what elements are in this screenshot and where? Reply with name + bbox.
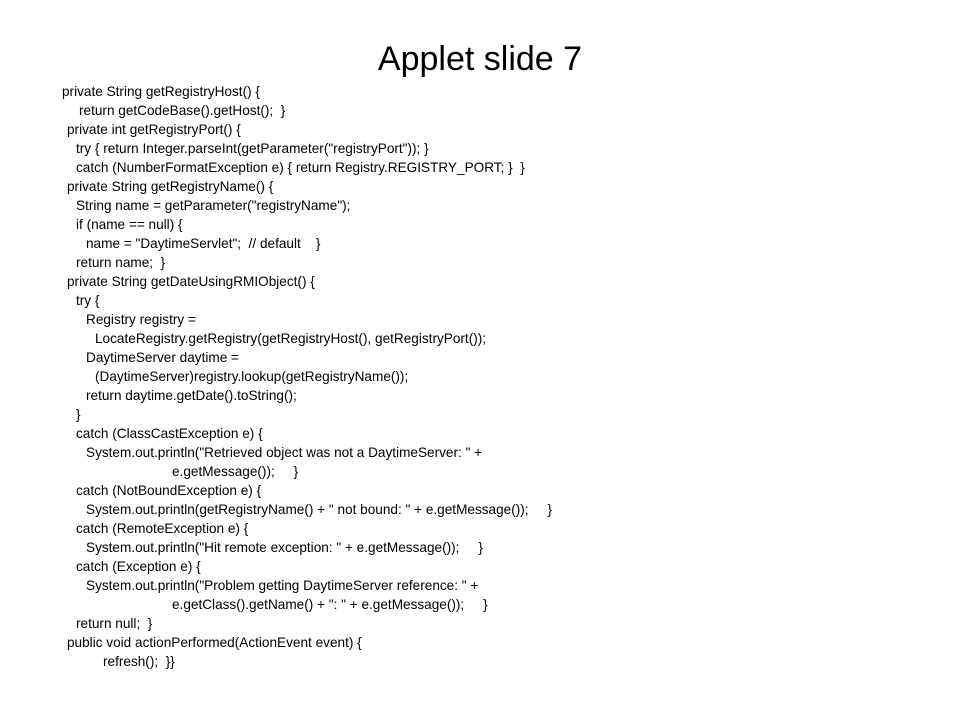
code-line: catch (RemoteException e) { <box>76 521 249 536</box>
code-line: e.getClass().getName() + ": " + e.getMes… <box>172 597 488 612</box>
code-line: System.out.println("Retrieved object was… <box>86 445 483 460</box>
code-line: System.out.println("Hit remote exception… <box>86 540 483 555</box>
code-line: return getCodeBase().getHost(); } <box>79 103 286 118</box>
code-line: catch (Exception e) { <box>76 559 201 574</box>
slide-title: Applet slide 7 <box>377 40 583 78</box>
code-line: return null; } <box>76 616 153 631</box>
code-line: private int getRegistryPort() { <box>67 122 241 137</box>
code-line: } <box>76 407 81 422</box>
code-line: String name = getParameter("registryName… <box>76 198 351 213</box>
code-line: private String getDateUsingRMIObject() { <box>67 274 315 289</box>
code-line: name = "DaytimeServlet"; // default } <box>86 236 321 251</box>
code-line: return daytime.getDate().toString(); <box>86 388 297 403</box>
code-line: return name; } <box>76 255 166 270</box>
code-line: (DaytimeServer)registry.lookup(getRegist… <box>95 369 409 384</box>
code-line: catch (NotBoundException e) { <box>76 483 262 498</box>
code-line: System.out.println("Problem getting Dayt… <box>86 578 479 593</box>
code-line: Registry registry = <box>86 312 196 327</box>
code-line: refresh(); }} <box>103 654 175 669</box>
code-line: catch (NumberFormatException e) { return… <box>76 160 525 175</box>
code-line: private String getRegistryName() { <box>67 179 274 194</box>
code-line: e.getMessage()); } <box>172 464 299 479</box>
code-line: System.out.println(getRegistryName() + "… <box>86 502 553 517</box>
code-line: try { <box>76 293 100 308</box>
code-line: DaytimeServer daytime = <box>86 350 239 365</box>
code-line: if (name == null) { <box>76 217 183 232</box>
code-line: LocateRegistry.getRegistry(getRegistryHo… <box>95 331 487 346</box>
code-line: catch (ClassCastException e) { <box>76 426 263 441</box>
code-line: private String getRegistryHost() { <box>62 84 260 99</box>
code-line: try { return Integer.parseInt(getParamet… <box>76 141 429 156</box>
code-line: public void actionPerformed(ActionEvent … <box>67 635 362 650</box>
